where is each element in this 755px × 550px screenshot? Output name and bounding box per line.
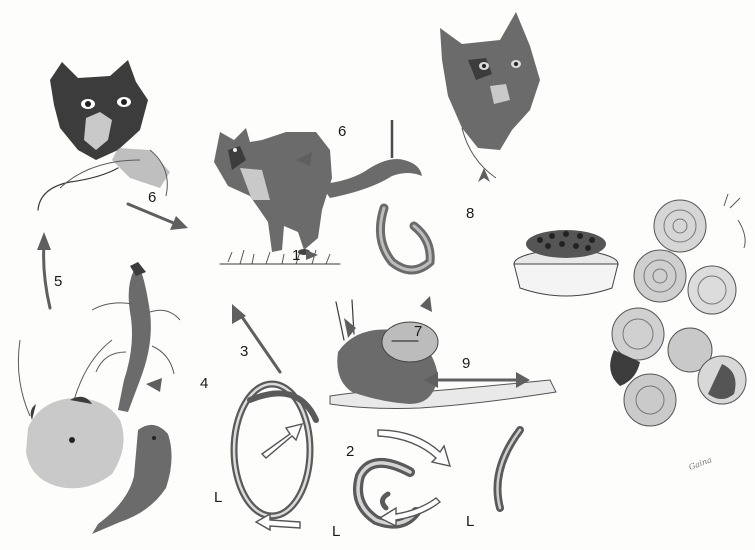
stage-label-1: 1 — [292, 247, 300, 264]
arrow-5-upward — [37, 232, 51, 308]
stage-label-4: 4 — [200, 375, 208, 392]
larva-label-right: L — [466, 513, 474, 530]
comma-larva-illustration — [498, 430, 521, 508]
cat-head-portrait-illustration — [440, 12, 540, 182]
artist-signature: Gaina — [688, 455, 714, 472]
arrow-3-diagonal — [232, 304, 280, 372]
horseshoe-larva-illustration — [380, 208, 432, 312]
stage-label-7: 7 — [414, 323, 422, 340]
hollow-arrow-inside-coil — [262, 424, 302, 458]
stage-label-2: 2 — [346, 443, 354, 460]
stage-label-6-left: 6 — [148, 189, 156, 206]
larva-label-left: L — [214, 489, 222, 506]
arrow-6-diagonal — [128, 204, 188, 230]
snail-cluster-illustration — [610, 194, 746, 426]
stage-label-5: 5 — [54, 273, 62, 290]
mouse-and-bird-illustration — [18, 340, 171, 534]
stage-label-3: 3 — [240, 343, 248, 360]
food-bowl-illustration — [514, 230, 618, 296]
stage-label-8: 8 — [466, 205, 474, 222]
larva-label-middle: L — [332, 523, 340, 540]
snail-with-larva-illustration — [330, 300, 556, 409]
stage-label-9: 9 — [462, 355, 470, 372]
cat-head-eating-illustration — [38, 60, 170, 210]
lizard-illustration — [74, 262, 180, 412]
stage-label-6-top: 6 — [338, 123, 346, 140]
